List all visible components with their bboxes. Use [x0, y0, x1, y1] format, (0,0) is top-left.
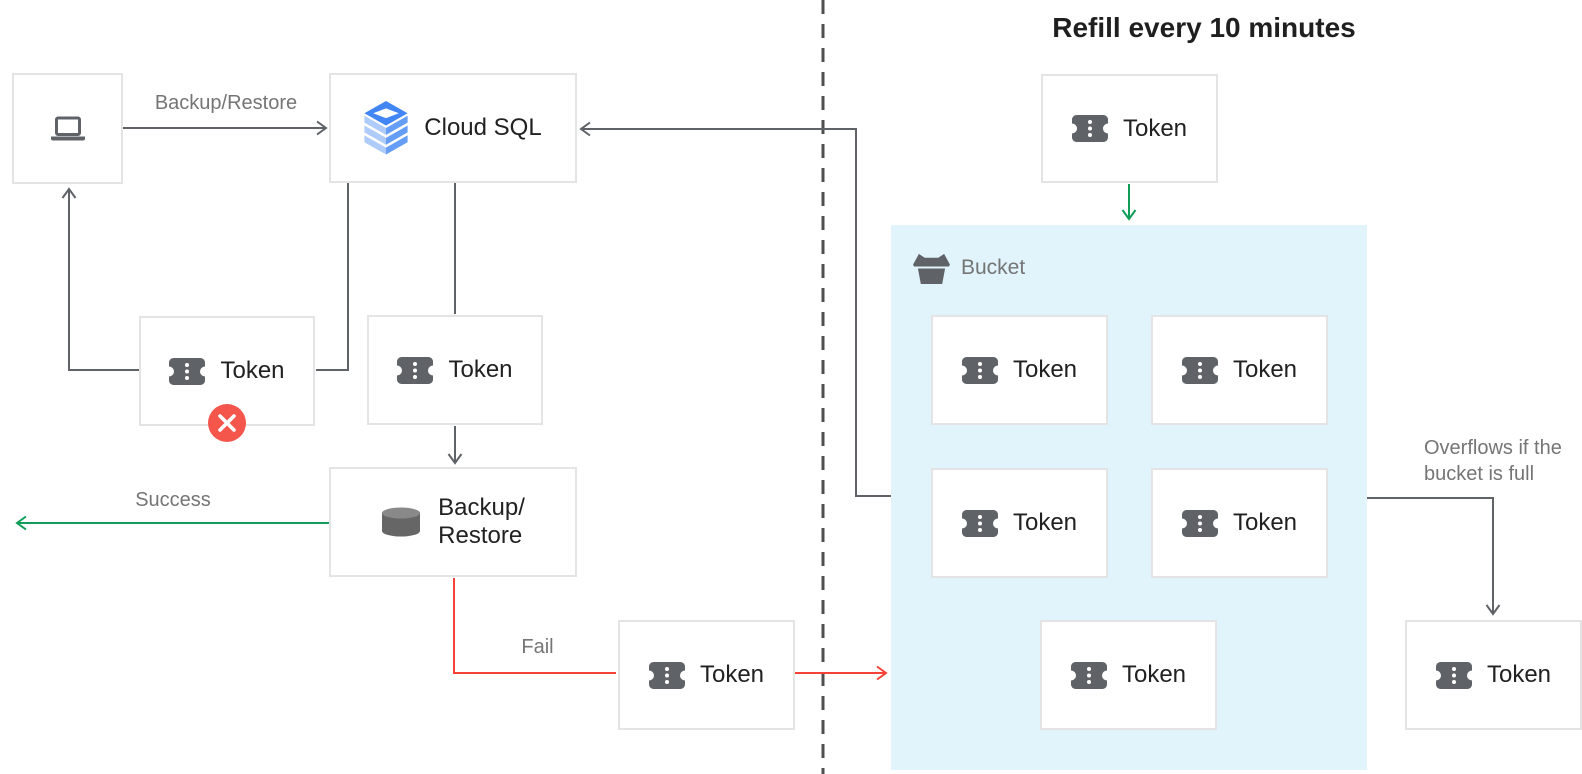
refill-title: Refill every 10 minutes	[1052, 12, 1356, 43]
token-label: Token	[220, 357, 285, 384]
cloud-sql-box: Cloud SQL	[329, 73, 577, 183]
token-box-bucket-2: Token	[1151, 315, 1328, 425]
token-label: Token	[1232, 509, 1298, 536]
error-badge	[208, 404, 246, 442]
token-label: Token	[1121, 661, 1187, 688]
database-icon	[382, 507, 421, 537]
token-box-main: Token	[367, 315, 543, 425]
token-label: Token	[1012, 509, 1078, 536]
edge-cloudsql-to-failed-token	[316, 182, 349, 371]
token-box-fail: Token	[618, 620, 795, 730]
ticket-icon	[1181, 356, 1218, 384]
token-label: Token	[448, 356, 513, 383]
bucket-icon	[913, 253, 950, 284]
ticket-icon	[397, 356, 434, 384]
laptop-box	[12, 73, 123, 184]
ticket-icon	[1070, 661, 1107, 689]
token-box-bucket-1: Token	[931, 315, 1108, 425]
ticket-icon	[169, 357, 206, 385]
fail-edge-label: Fail	[521, 636, 554, 658]
error-x-icon	[218, 414, 236, 432]
edge-overflow	[1367, 497, 1501, 616]
token-label: Token	[1122, 114, 1188, 142]
cloud-sql-icon	[364, 101, 408, 155]
ticket-icon	[1181, 509, 1218, 537]
edge-bucket-to-cloudsql	[579, 121, 891, 497]
laptop-icon	[50, 116, 85, 140]
cloud-sql-label: Cloud SQL	[424, 114, 542, 141]
backup-restore-box: Backup/ Restore	[329, 467, 577, 577]
token-box-bucket-5: Token	[1040, 620, 1217, 730]
backup-restore-label: Backup/ Restore	[438, 494, 525, 549]
token-label: Token	[699, 661, 765, 688]
token-label: Token	[1232, 356, 1298, 383]
token-box-refill: Token	[1041, 74, 1218, 183]
bucket-header: Bucket	[913, 251, 1025, 284]
token-label: Token	[1486, 661, 1552, 688]
backup-restore-edge-label: Backup/Restore	[154, 92, 298, 114]
token-box-bucket-4: Token	[1151, 468, 1328, 578]
ticket-icon	[648, 661, 685, 689]
token-label: Token	[1012, 356, 1078, 383]
bucket-label: Bucket	[961, 255, 1026, 279]
token-box-bucket-3: Token	[931, 468, 1108, 578]
edge-token-to-laptop	[61, 187, 139, 371]
ticket-icon	[1435, 661, 1472, 689]
overflow-edge-label: Overflows if the bucket is full	[1424, 437, 1562, 485]
ticket-icon	[961, 509, 998, 537]
ticket-icon	[1071, 115, 1108, 142]
ticket-icon	[961, 356, 998, 384]
token-box-overflow: Token	[1405, 620, 1582, 730]
success-edge-label: Success	[135, 489, 211, 511]
edge-fail-to-token	[453, 578, 616, 674]
